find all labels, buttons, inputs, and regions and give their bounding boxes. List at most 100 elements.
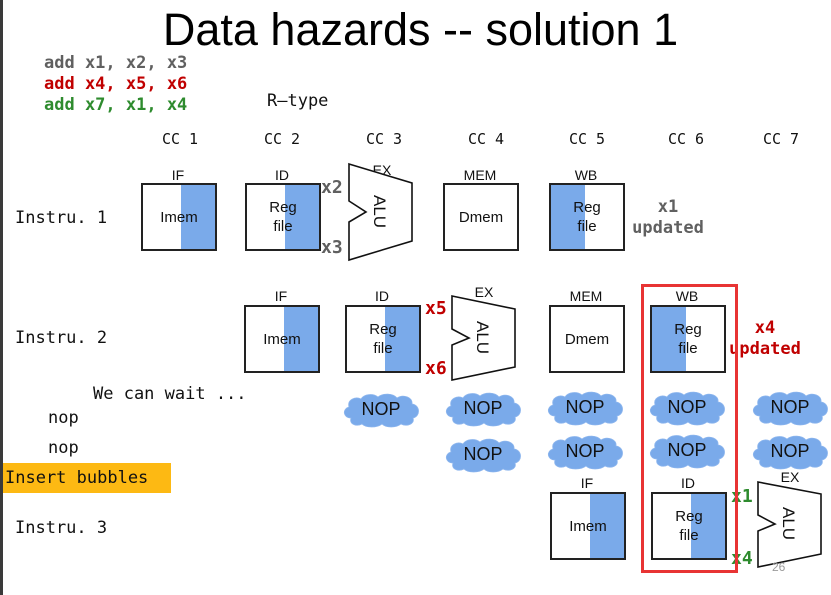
stage-label-wb: WB [675, 288, 699, 304]
regfile-read-half [285, 185, 319, 249]
nop-bubble: NOP [443, 391, 523, 427]
alu-label: ALU [473, 321, 492, 354]
code-line-2: add x4, x5, x6 [44, 74, 188, 94]
alu-shape: ALU [348, 162, 413, 262]
stage-label-ex: EX [474, 284, 494, 300]
cc-label-6: CC 6 [667, 130, 705, 148]
cc6-highlight-frame [641, 284, 738, 573]
stage-label-mem: MEM [463, 167, 497, 183]
source-reg-x6: x6 [425, 358, 447, 379]
regfile-read-half [385, 307, 419, 371]
cloud-icon [445, 392, 521, 427]
source-reg-x5: x5 [425, 298, 447, 319]
alu-outline [451, 295, 516, 381]
stage-label-if: IF [171, 167, 185, 183]
cloud-icon [649, 434, 725, 469]
nop-label: NOP [565, 440, 605, 461]
nop-label: NOP [770, 440, 810, 461]
nop-bubble: NOP [647, 433, 727, 469]
nop-bubble: NOP [341, 392, 421, 428]
alu-label: ALU [370, 195, 389, 228]
nop-bubble: NOP [545, 434, 625, 470]
wait-text: We can wait ... [93, 384, 247, 404]
page-number: 26 [772, 560, 786, 574]
regfile-write-half [652, 307, 686, 371]
cloud-icon [547, 391, 623, 426]
imem-label: Imem [160, 208, 198, 226]
cloud-icon [343, 393, 419, 428]
alu-label: ALU [779, 507, 798, 540]
regfile-write-half [551, 185, 585, 249]
imem-active-half [181, 185, 215, 249]
imem-active-half [590, 494, 624, 558]
cc-label-1: CC 1 [161, 130, 199, 148]
nop-label: NOP [667, 396, 707, 417]
cloud-icon [547, 435, 623, 470]
nop-bubble: NOP [750, 390, 830, 426]
dmem-label: Dmem [458, 208, 504, 226]
cloud-icon [752, 391, 828, 426]
imem-box: Imem [244, 305, 320, 373]
alu-shape: ALU [451, 295, 516, 381]
dmem-box: Dmem [549, 305, 625, 373]
cloud-icon [445, 438, 521, 473]
source-reg-x3: x3 [321, 237, 343, 258]
nop-bubble: NOP [545, 390, 625, 426]
imem-box: Imem [141, 183, 217, 251]
row-label-instru-3: Instru. 3 [15, 518, 108, 538]
row-label-instru-2: Instru. 2 [15, 328, 108, 348]
nop-bubble: NOP [647, 390, 727, 426]
code-line-1: add x1, x2, x3 [44, 53, 188, 73]
dmem-label: Dmem [564, 330, 610, 348]
nop-label: NOP [667, 439, 707, 460]
insert-bubbles-highlight: Insert bubbles [3, 463, 171, 493]
cloud-icon [752, 435, 828, 470]
stage-label-id: ID [275, 167, 289, 183]
dmem-box: Dmem [443, 183, 519, 251]
slide-left-border [0, 0, 3, 595]
code-line-3: add x7, x1, x4 [44, 95, 188, 115]
cc-label-3: CC 3 [365, 130, 403, 148]
cloud-icon [649, 391, 725, 426]
row-label-instru-1: Instru. 1 [15, 208, 108, 228]
nop-line-2: nop [48, 438, 79, 458]
imem-label: Imem [263, 330, 301, 348]
nop-label: NOP [463, 443, 503, 464]
cc-label-5: CC 5 [568, 130, 606, 148]
nop-label: NOP [463, 397, 503, 418]
regfile-read-half [691, 494, 725, 558]
alu-shape: ALU [757, 481, 822, 568]
stage-label-wb: WB [574, 167, 598, 183]
slide-title: Data hazards -- solution 1 [162, 4, 679, 55]
imem-active-half [284, 307, 318, 371]
stage-label-if: IF [580, 475, 594, 491]
nop-bubble: NOP [443, 437, 523, 473]
imem-label: Imem [569, 517, 607, 535]
stage-label-ex: EX [780, 469, 800, 485]
stage-label-mem: MEM [569, 288, 603, 304]
nop-label: NOP [770, 396, 810, 417]
nop-bubble: NOP [750, 434, 830, 470]
alu-outline [757, 481, 822, 568]
stage-label-id: ID [375, 288, 389, 304]
stage-label-if: IF [274, 288, 288, 304]
cc-label-7: CC 7 [762, 130, 800, 148]
nop-line-1: nop [48, 408, 79, 428]
cc-label-2: CC 2 [263, 130, 301, 148]
source-reg-x2: x2 [321, 177, 343, 198]
stage-label-id: ID [681, 475, 695, 491]
imem-box: Imem [550, 492, 626, 560]
instruction-type-label: R–type [267, 91, 329, 111]
